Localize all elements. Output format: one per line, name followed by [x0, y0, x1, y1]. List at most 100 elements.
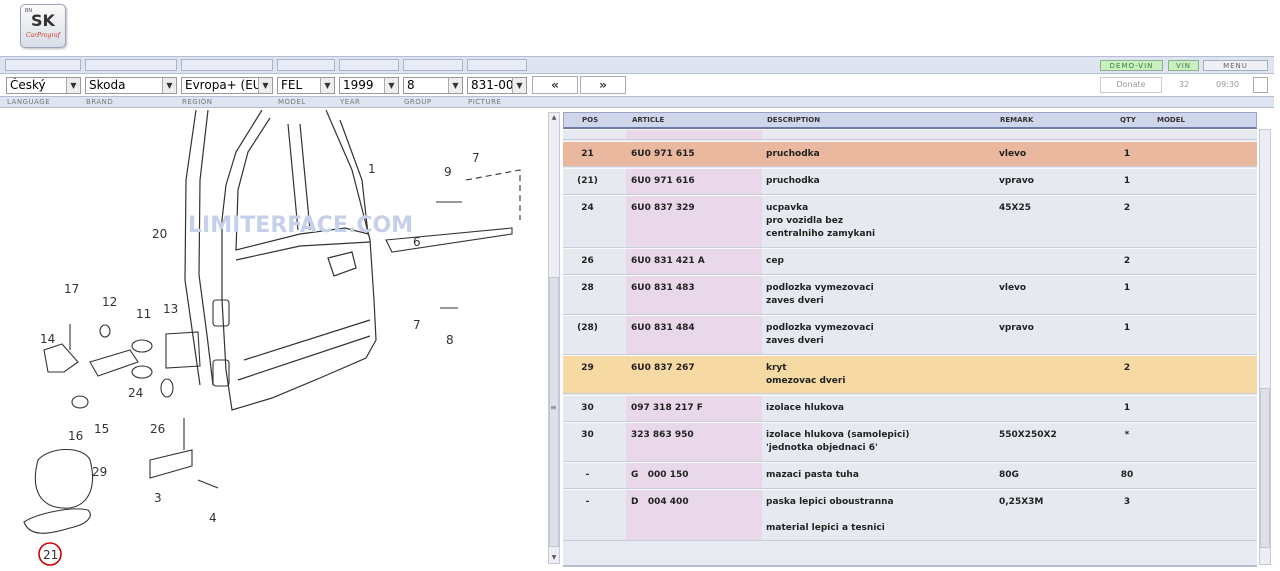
description-cell: mazaci pasta tuha [766, 470, 859, 480]
pos-cell: 30 [581, 430, 594, 440]
diagram-scrollbar[interactable]: ▲ ≡ ▼ [548, 112, 560, 564]
chevron-down-icon: ▼ [384, 78, 398, 93]
vin-button[interactable]: VIN [1168, 60, 1199, 71]
scroll-thumb[interactable] [549, 277, 559, 547]
article-cell: 323 863 950 [631, 430, 694, 440]
col-model[interactable]: MODEL [1157, 116, 1185, 124]
chevron-down-icon: ▼ [320, 78, 334, 93]
table-scrollbar[interactable] [1259, 129, 1271, 565]
pos-cell: 30 [581, 403, 594, 413]
model-label: MODEL [278, 98, 306, 106]
callout-13: 13 [163, 302, 178, 316]
toolbar-slot[interactable] [339, 59, 399, 71]
remark-cell: vlevo [999, 149, 1027, 159]
toolbar-slot[interactable] [5, 59, 81, 71]
selected-callout-circle[interactable] [38, 542, 62, 566]
col-description[interactable]: DESCRIPTION [767, 116, 821, 124]
table-row[interactable]: 21 6U0 971 615 pruchodka vlevo 1 [563, 141, 1257, 167]
col-qty[interactable]: QTY [1120, 116, 1136, 124]
article-cell: 6U0 971 615 [631, 149, 695, 159]
callout-21[interactable]: 21 [43, 548, 58, 562]
qty-cell: 1 [1123, 283, 1131, 293]
table-row [563, 129, 1257, 140]
scroll-up-icon[interactable]: ▲ [551, 114, 557, 121]
qty-cell: 1 [1123, 323, 1131, 333]
table-row[interactable]: (21) 6U0 971 616 pruchodka vpravo 1 [563, 168, 1257, 195]
callout-1: 1 [368, 162, 376, 176]
demo-vin-button[interactable]: DEMO-VIN [1100, 60, 1163, 71]
toolbar-slot[interactable] [277, 59, 335, 71]
splitter-grip-icon[interactable]: ≡ [550, 403, 557, 412]
description-cell: kryt omezovac dveri [766, 363, 846, 386]
description-cell: pruchodka [766, 176, 820, 186]
pos-cell: 28 [581, 283, 594, 293]
table-row[interactable]: 30 097 318 217 F izolace hlukova 1 [563, 395, 1257, 422]
toolbar-slot[interactable] [85, 59, 177, 71]
callout-12: 12 [102, 295, 117, 309]
filter-row: Český ▼ Skoda ▼ Evropa+ (EU) ▼ FEL ▼ 199… [0, 74, 1274, 96]
toolbar-slot[interactable] [403, 59, 463, 71]
pos-cell: 21 [581, 149, 594, 159]
language-select[interactable]: Český ▼ [6, 77, 81, 94]
remark-cell: 550X250X2 [999, 430, 1057, 440]
qty-cell: 3 [1123, 497, 1131, 507]
menu-button[interactable]: MENU [1203, 60, 1268, 71]
qty-cell: 2 [1123, 363, 1131, 373]
door-outline [184, 109, 377, 411]
toolbar-slot[interactable] [181, 59, 273, 71]
brand-value: Skoda [89, 78, 126, 92]
toolbar-slot[interactable] [467, 59, 527, 71]
qty-cell: 2 [1123, 203, 1131, 213]
table-row[interactable]: (28) 6U0 831 484 podlozka vymezovaci zav… [563, 315, 1257, 355]
article-cell: G 000 150 [631, 470, 689, 480]
group-label: GROUP [404, 98, 432, 106]
qty-cell: 2 [1123, 256, 1131, 266]
parts-diagram[interactable]: LIMITERFACE.COM [0, 109, 546, 571]
remark-cell: vlevo [999, 283, 1027, 293]
article-cell: D 004 400 [631, 497, 689, 507]
filter-labels: LANGUAGE BRAND REGION MODEL YEAR GROUP P… [0, 96, 1274, 108]
chevron-down-icon: ▼ [258, 78, 272, 93]
group-select[interactable]: 8 ▼ [403, 77, 463, 94]
table-row[interactable]: - G 000 150 mazaci pasta tuha 80G 80 [563, 462, 1257, 489]
previous-picture-button[interactable]: « [532, 76, 578, 94]
brand-select[interactable]: Skoda ▼ [85, 77, 177, 94]
remark-cell: 0,25X3M [999, 497, 1044, 507]
pos-cell: - [585, 497, 590, 507]
next-picture-button[interactable]: » [580, 76, 626, 94]
col-article[interactable]: ARTICLE [632, 116, 665, 124]
callout-17: 17 [64, 282, 79, 296]
col-pos[interactable]: POS [582, 116, 599, 124]
callout-7b: 7 [413, 318, 421, 332]
scroll-thumb[interactable] [1260, 388, 1270, 548]
corner-box[interactable] [1253, 77, 1268, 93]
qty-cell: 80 [1120, 470, 1134, 480]
callout-8: 8 [446, 333, 454, 347]
table-row[interactable]: 24 6U0 837 329 ucpavka pro vozidla bez c… [563, 195, 1257, 248]
callout-29: 29 [92, 465, 107, 479]
model-select[interactable]: FEL ▼ [277, 77, 335, 94]
table-row[interactable]: - D 004 400 paska lepici oboustranna mat… [563, 489, 1257, 541]
col-remark[interactable]: REMARK [1000, 116, 1034, 124]
hinge-parts [23, 169, 521, 534]
language-label: LANGUAGE [7, 98, 51, 106]
scroll-down-icon[interactable]: ▼ [551, 554, 557, 561]
year-value: 1999 [343, 78, 374, 92]
picture-select[interactable]: 831-000 ▼ [467, 77, 527, 94]
article-cell: 6U0 831 421 A [631, 256, 705, 266]
description-cell: cep [766, 256, 784, 266]
callout-16: 16 [68, 429, 83, 443]
qty-cell: 1 [1123, 176, 1131, 186]
remark-cell: vpravo [999, 323, 1034, 333]
group-value: 8 [407, 78, 415, 92]
region-select[interactable]: Evropa+ (EU) ▼ [181, 77, 273, 94]
table-row[interactable]: 26 6U0 831 421 A cep 2 [563, 248, 1257, 275]
language-value: Český [10, 78, 46, 92]
year-select[interactable]: 1999 X ▼ [339, 77, 399, 94]
table-row[interactable]: 30 323 863 950 izolace hlukova (samolepi… [563, 422, 1257, 462]
donate-button[interactable]: Donate [1100, 77, 1162, 93]
table-row[interactable]: 29 6U0 837 267 kryt omezovac dveri 2 [563, 355, 1257, 394]
table-row[interactable]: 28 6U0 831 483 podlozka vymezovaci zaves… [563, 275, 1257, 315]
callout-11: 11 [136, 307, 151, 321]
